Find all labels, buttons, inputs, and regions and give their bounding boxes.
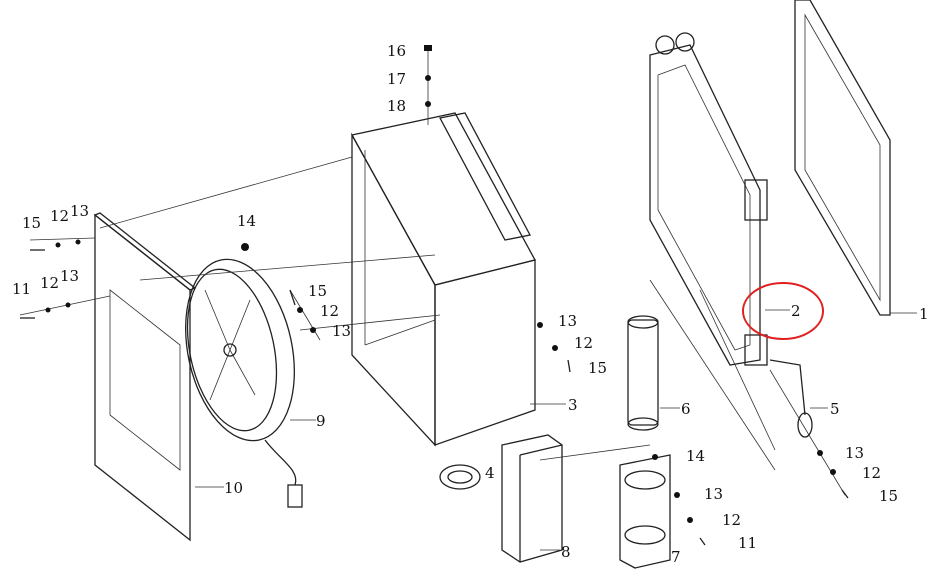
part-6-receiver-drier xyxy=(627,315,659,431)
callout-13: 13 xyxy=(332,322,351,340)
part-5-pipe xyxy=(769,359,813,438)
callout-17: 17 xyxy=(387,70,406,88)
callout-16: 16 xyxy=(387,42,406,60)
callout-15: 15 xyxy=(588,359,607,377)
part-2-condenser xyxy=(649,32,768,366)
callout-12: 12 xyxy=(862,464,881,482)
callout-12: 12 xyxy=(50,207,69,225)
part-7-clamp xyxy=(619,454,671,569)
callout-1: 1 xyxy=(919,305,929,323)
callout-8: 8 xyxy=(561,543,571,561)
callout-3: 3 xyxy=(568,396,578,414)
callout-2: 2 xyxy=(791,302,801,320)
fasteners xyxy=(20,45,849,546)
part-1-front-grille xyxy=(794,0,891,316)
callout-7: 7 xyxy=(671,548,681,566)
callout-13: 13 xyxy=(704,485,723,503)
callout-9: 9 xyxy=(316,412,326,430)
callout-10: 10 xyxy=(224,479,243,497)
callout-labels: 16 17 18 15 12 13 11 12 13 14 15 12 13 1… xyxy=(12,42,929,566)
callout-13: 13 xyxy=(558,312,577,330)
callout-15: 15 xyxy=(308,282,327,300)
callout-18: 18 xyxy=(387,97,406,115)
callout-12: 12 xyxy=(722,511,741,529)
callout-14: 14 xyxy=(686,447,705,465)
callout-13: 13 xyxy=(60,267,79,285)
callout-11: 11 xyxy=(738,534,757,552)
highlight-circle xyxy=(742,282,824,340)
part-8-bracket xyxy=(501,434,563,563)
part-4-grommet xyxy=(439,464,481,490)
callout-14: 14 xyxy=(237,212,256,230)
callout-leaders xyxy=(195,309,917,551)
callout-12: 12 xyxy=(320,302,339,320)
callout-13: 13 xyxy=(70,202,89,220)
part-9-fan xyxy=(185,258,303,508)
callout-15: 15 xyxy=(22,214,41,232)
callout-12: 12 xyxy=(40,274,59,292)
callout-5: 5 xyxy=(830,400,840,418)
callout-4: 4 xyxy=(485,464,495,482)
callout-15: 15 xyxy=(879,487,898,505)
callout-12: 12 xyxy=(574,334,593,352)
callout-11: 11 xyxy=(12,280,31,298)
part-3-shroud xyxy=(351,112,536,447)
callout-6: 6 xyxy=(681,400,691,418)
part-10-grille-panel xyxy=(93,212,197,542)
callout-13: 13 xyxy=(845,444,864,462)
leader-lines xyxy=(19,50,846,496)
